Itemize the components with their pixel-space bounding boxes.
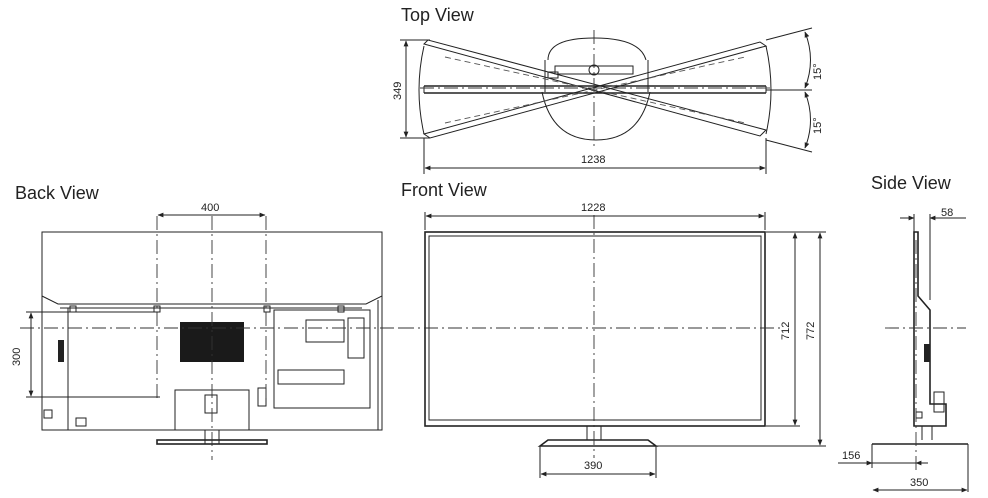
top-stand-base-lower	[541, 91, 651, 141]
top-panel-swivel-1	[423, 39, 767, 137]
front-width-value: 1228	[581, 202, 605, 214]
back-panel-taper	[41, 295, 383, 305]
swivel-lower-angle: 15°	[812, 117, 824, 134]
side-view-title: Side View	[871, 173, 952, 193]
back-vesa-v-value: 300	[11, 348, 23, 366]
back-vesa-h-value: 400	[201, 202, 219, 214]
side-stand-depth-value: 350	[910, 477, 928, 489]
top-view: Top View 349 1238	[392, 5, 824, 174]
back-side-ports	[58, 340, 64, 362]
front-bezel	[424, 231, 766, 427]
front-stand-width-value: 390	[584, 460, 602, 472]
back-view-title: Back View	[15, 183, 100, 203]
front-view: Front View 1228 712 772 390	[400, 180, 826, 478]
swivel-upper-angle: 15°	[812, 63, 824, 80]
front-total-height-value: 772	[805, 322, 817, 340]
side-panel-profile	[913, 231, 947, 427]
side-panel-depth-value: 58	[941, 207, 953, 219]
front-view-title: Front View	[401, 180, 488, 200]
top-width-value: 1238	[581, 154, 605, 166]
top-view-title: Top View	[401, 5, 475, 25]
front-stand-base	[537, 439, 659, 447]
back-view: Back View	[11, 183, 400, 460]
top-depth-value: 349	[392, 82, 404, 100]
side-view: Side View 58 156 350	[838, 173, 969, 493]
top-stand-base-upper	[547, 37, 647, 61]
front-screen-height-value: 712	[780, 322, 792, 340]
side-stand-offset-value: 156	[842, 450, 860, 462]
top-swivel-arc-left	[418, 45, 425, 135]
back-terminal-box	[273, 309, 371, 409]
